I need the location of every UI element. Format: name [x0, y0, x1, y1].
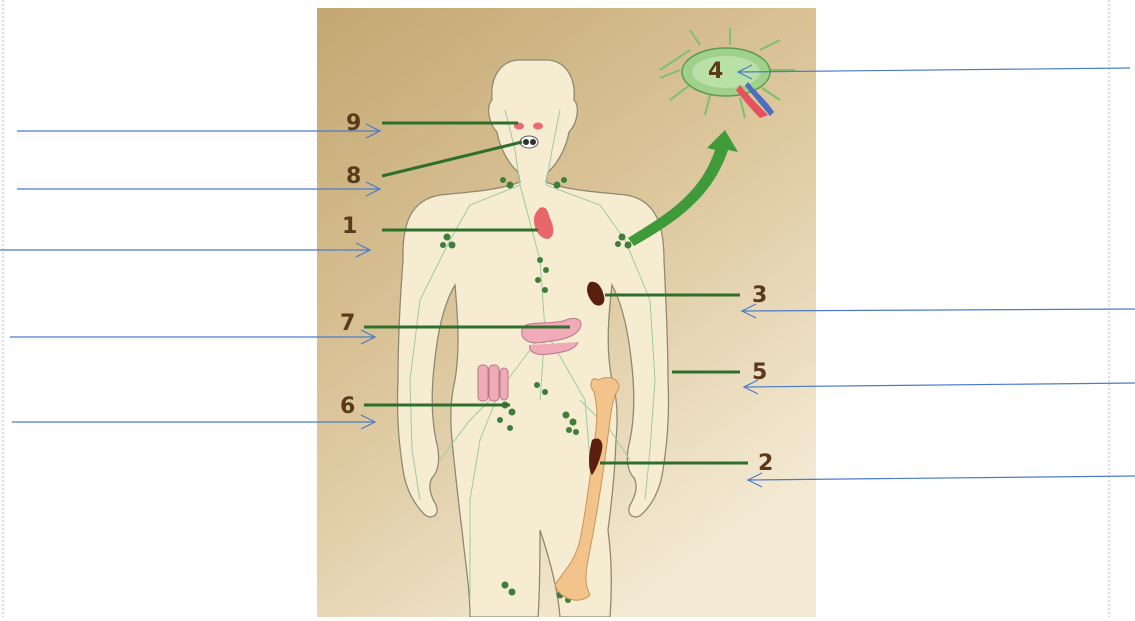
label-1: 1: [342, 214, 357, 239]
answer-arrow-left-3: [0, 243, 370, 257]
label-2: 2: [758, 451, 773, 476]
label-8: 8: [346, 164, 361, 189]
label-6: 6: [340, 394, 355, 419]
label-4: 4: [708, 59, 723, 84]
label-7: 7: [340, 311, 355, 336]
appendix-large-intestine-organ: [478, 365, 508, 401]
label-9: 9: [346, 111, 361, 136]
